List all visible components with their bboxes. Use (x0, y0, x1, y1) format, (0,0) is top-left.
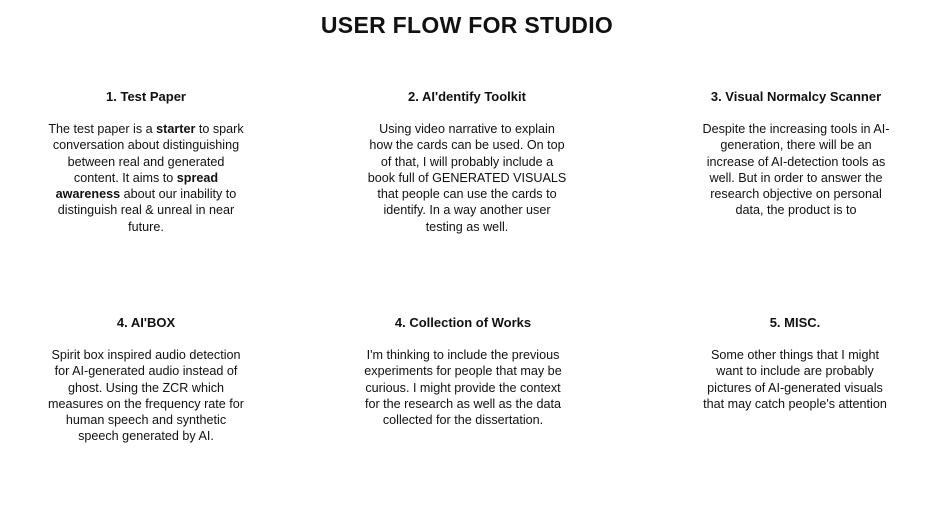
body-line: content. It aims to spread (16, 170, 276, 186)
card-visual-normalcy-scanner: 3. Visual Normalcy Scanner Despite the i… (666, 89, 926, 219)
body-line: Using video narrative to explain (337, 121, 597, 137)
body-line: The test paper is a starter to spark (16, 121, 276, 137)
body-line: want to include are probably (665, 363, 925, 379)
body-line: for AI-generated audio instead of (16, 363, 276, 379)
card-body: Some other things that I might want to in… (665, 347, 925, 412)
body-text: The test paper is a (48, 122, 157, 136)
body-text: future. (128, 219, 164, 234)
card-body: Despite the increasing tools in AI-gener… (666, 121, 926, 219)
body-text: that may catch people's attention (703, 396, 887, 411)
body-line: identify. In a way another user (337, 202, 597, 218)
body-line: ghost. Using the ZCR which (16, 380, 276, 396)
body-line: that people can use the cards to (337, 186, 597, 202)
body-line: how the cards can be used. On top (337, 137, 597, 153)
card-heading: 1. Test Paper (106, 89, 186, 104)
card-test-paper: 1. Test Paper The test paper is a starte… (16, 89, 276, 235)
body-text: of that, I will probably include a (380, 154, 554, 169)
card-aibox: 4. AI'BOX Spirit box inspired audio dete… (16, 315, 276, 445)
body-line: future. (16, 219, 276, 235)
bold-text: awareness (55, 187, 121, 202)
body-text: human speech and synthetic (65, 413, 227, 428)
body-text: Using video narrative to explain (379, 122, 555, 136)
card-aidentify-toolkit: 2. AI'dentify Toolkit Using video narrat… (337, 89, 597, 235)
body-line: I'm thinking to include the previous (333, 347, 593, 363)
body-text: speech generated by AI. (78, 429, 214, 444)
body-text: research objective on personal (710, 187, 882, 202)
card-heading: 4. AI'BOX (116, 315, 176, 330)
body-line: Spirit box inspired audio detection (16, 347, 276, 363)
card-body: Spirit box inspired audio detection for A… (16, 347, 276, 445)
body-text: that people can use the cards to (377, 187, 557, 202)
page-title: USER FLOW FOR STUDIO (320, 12, 614, 38)
body-text: Spirit box inspired audio detection (51, 348, 241, 362)
body-text: Despite the increasing tools in AI- (702, 122, 890, 136)
body-text: well. But in order to answer the (709, 170, 883, 185)
body-text: distinguish real & unreal in near (57, 203, 235, 218)
body-text: increase of AI-detection tools as (706, 154, 886, 169)
card-heading: 5. MISC. (769, 315, 821, 330)
body-text: for the research as well as the data (364, 396, 561, 411)
body-line: well. But in order to answer the (666, 170, 926, 186)
card-body: I'm thinking to include the previous expe… (333, 347, 593, 428)
body-text: how the cards can be used. On top (369, 138, 565, 153)
body-text: want to include are probably (716, 364, 874, 379)
body-text: book full of GENERATED VISUALS (367, 170, 567, 185)
body-line: Some other things that I might (665, 347, 925, 363)
body-text: testing as well. (425, 219, 509, 234)
body-line: distinguish real & unreal in near (16, 202, 276, 218)
body-text: pictures of AI-generated visuals (707, 380, 883, 395)
body-line: Despite the increasing tools in AI- (666, 121, 926, 137)
body-line: human speech and synthetic (16, 412, 276, 428)
body-line: research objective on personal (666, 186, 926, 202)
body-text: data, the product is to (735, 203, 857, 218)
body-line: experiments for people that may be (333, 363, 593, 379)
body-line: generation, there will be an (666, 137, 926, 153)
body-line: book full of GENERATED VISUALS (337, 170, 597, 186)
card-heading: 2. AI'dentify Toolkit (408, 89, 526, 104)
body-text: for AI-generated audio instead of (54, 364, 238, 379)
card-body: Using video narrative to explain how the … (337, 121, 597, 235)
body-line: of that, I will probably include a (337, 154, 597, 170)
card-heading: 3. Visual Normalcy Scanner (710, 89, 882, 104)
body-line: testing as well. (337, 219, 597, 235)
body-text: between real and generated (67, 154, 225, 169)
body-line: that may catch people's attention (665, 396, 925, 412)
card-collection-of-works: 4. Collection of Works I'm thinking to i… (333, 315, 593, 428)
body-text: ghost. Using the ZCR which (67, 380, 225, 395)
body-text: Some other things that I might (710, 348, 879, 362)
body-line: collected for the dissertation. (333, 412, 593, 428)
body-text: collected for the dissertation. (382, 413, 544, 428)
body-text: to spark (195, 122, 244, 136)
body-line: conversation about distinguishing (16, 137, 276, 153)
body-text: conversation about distinguishing (52, 138, 240, 153)
body-line: speech generated by AI. (16, 428, 276, 444)
body-line: increase of AI-detection tools as (666, 154, 926, 170)
body-line: data, the product is to (666, 202, 926, 218)
body-text: curious. I might provide the context (365, 380, 561, 395)
card-misc: 5. MISC. Some other things that I might w… (665, 315, 925, 412)
body-line: pictures of AI-generated visuals (665, 380, 925, 396)
body-line: between real and generated (16, 154, 276, 170)
body-line: for the research as well as the data (333, 396, 593, 412)
body-text: generation, there will be an (720, 138, 872, 153)
body-text: content. It aims to (73, 170, 177, 185)
card-heading: 4. Collection of Works (394, 315, 532, 330)
body-text: experiments for people that may be (364, 364, 562, 379)
body-text: I'm thinking to include the previous (366, 348, 560, 362)
body-line: awareness about our inability to (16, 186, 276, 202)
bold-text: starter (156, 122, 196, 136)
body-line: measures on the frequency rate for (16, 396, 276, 412)
bold-text: spread (176, 170, 219, 185)
body-text: identify. In a way another user (383, 203, 551, 218)
body-text: measures on the frequency rate for (47, 396, 244, 411)
body-line: curious. I might provide the context (333, 380, 593, 396)
body-text: about our inability to (120, 187, 237, 202)
